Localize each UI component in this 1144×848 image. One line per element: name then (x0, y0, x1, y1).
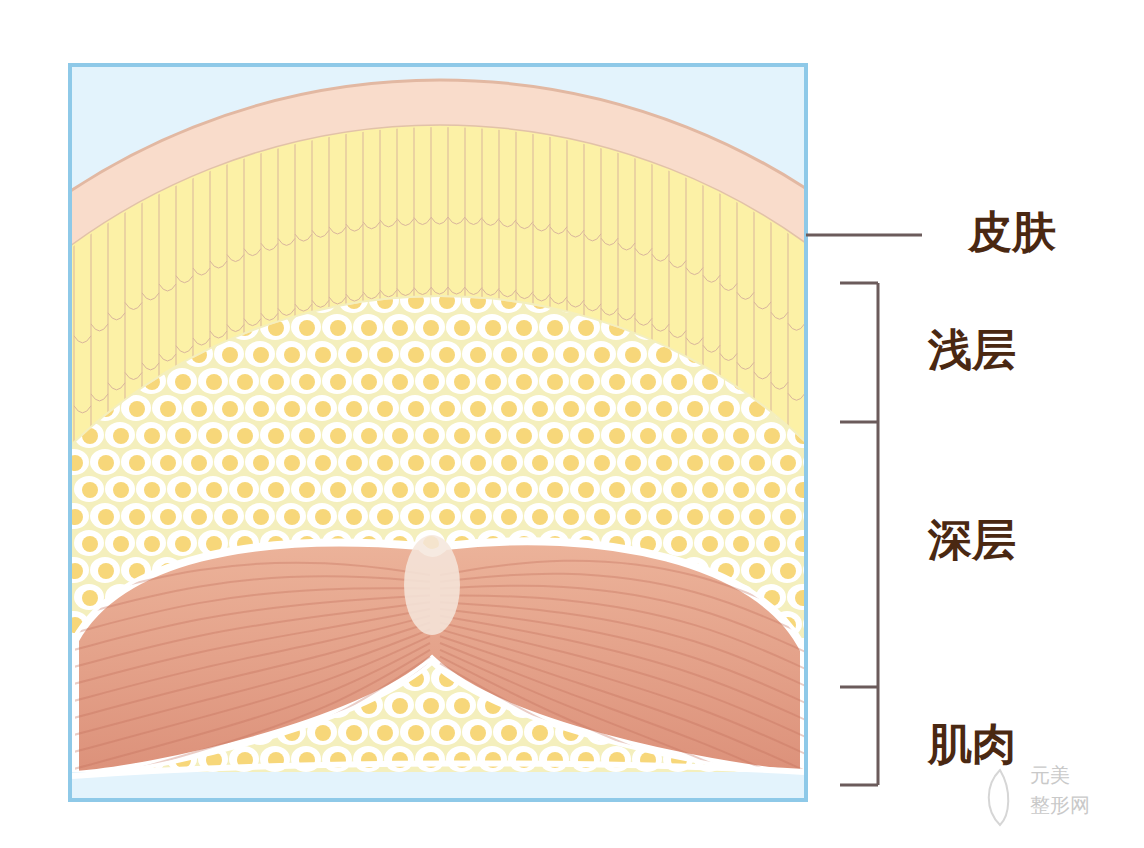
skin-band (72, 80, 804, 798)
layer-label: 浅层 (928, 328, 1016, 372)
layer-label: 深层 (928, 518, 1016, 562)
tendon (404, 535, 460, 635)
bottom-ground (72, 772, 804, 798)
bracket (840, 283, 878, 785)
bottom-edge (72, 763, 804, 776)
deep-fat (72, 295, 804, 798)
layer-label: 肌肉 (928, 722, 1016, 766)
superficial-fat (72, 125, 804, 798)
watermark: 元美 (1030, 765, 1070, 785)
watermark-logo (989, 770, 1009, 825)
layer-label: 皮肤 (968, 210, 1056, 254)
fat-cells (72, 287, 804, 798)
leader-line (806, 234, 922, 237)
watermark: 整形网 (1030, 795, 1090, 815)
